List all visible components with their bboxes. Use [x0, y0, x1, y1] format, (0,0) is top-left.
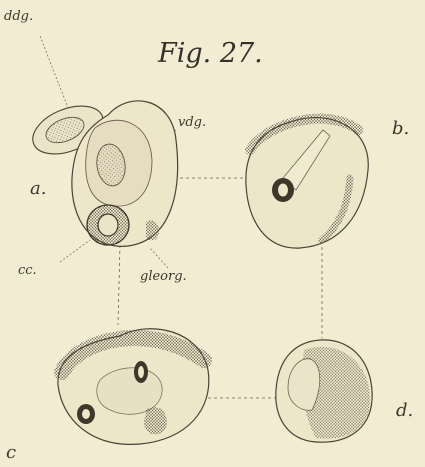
label-gleorg: gleorg. [140, 270, 187, 283]
panel-label-d: d. [396, 402, 413, 420]
panel-label-a: a. [30, 180, 46, 198]
figure-title: Fig. 27. [158, 40, 263, 67]
cell-d [276, 340, 372, 442]
label-cc: cc. [18, 264, 37, 277]
label-ddg: ddg. [4, 10, 33, 23]
cell-b [246, 118, 368, 249]
label-vdg: vdg. [178, 116, 206, 129]
panel-label-b: b. [392, 120, 409, 138]
panel-label-c: c [6, 444, 16, 462]
cell-c [58, 329, 209, 445]
